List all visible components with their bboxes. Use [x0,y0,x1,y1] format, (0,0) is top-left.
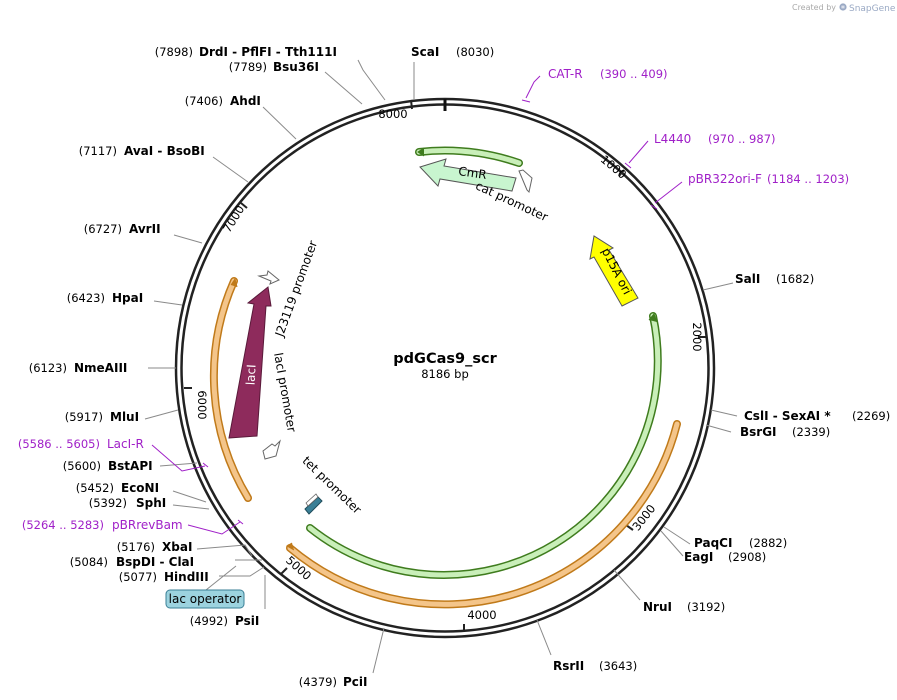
tet-promoter-box [304,493,323,515]
site-pos-xbai: (5176) [117,540,155,554]
site-pos-mlui: (5917) [65,410,103,424]
snapgene-logo-icon [839,3,847,11]
plasmid-title: pdGCas9_scr [393,351,497,367]
site-name-avai: AvaI - BsoBI [124,144,205,158]
site-name-nrui: NruI [643,600,672,614]
primer-name-laci-r: LacI-R [107,437,144,451]
site-pos-paqci: (2882) [749,536,787,550]
site-name-mlui: MluI [110,410,139,424]
site-pos-scai: (8030) [456,45,494,59]
site-pos-bstapi: (5600) [63,459,101,473]
tick-7000 [240,202,248,209]
site-name-xbai: XbaI [162,540,192,554]
site-pos-pcii: (4379) [299,675,337,689]
tick-5000 [280,567,288,575]
site-pos-hindiii: (5077) [119,570,157,584]
primer-range-cat-r: (390 .. 409) [600,67,668,81]
tick-marks [184,99,706,632]
site-name-rsrii: RsrII [553,659,584,673]
tick-label-2000: 2000 [690,322,704,351]
site-name-sali: SalI [735,272,760,286]
site-name-eagi: EagI [684,550,713,564]
site-name-psii: PsiI [235,614,259,628]
lac-operator-box [165,565,245,609]
laci-feature [228,286,272,439]
site-name-hindiii: HindIII [164,570,209,584]
site-pos-psii: (4992) [190,614,228,628]
site-name-sphi: SphI [136,496,166,510]
p15a-ori-feature [589,235,639,307]
site-pos-avrii: (6727) [84,222,122,236]
site-name-ahdi: AhdI [230,94,261,108]
feature-orange-arc-left [209,277,252,502]
site-name-bsu36i: Bsu36I [273,60,319,74]
site-name-bspdi: BspDI - ClaI [116,555,194,569]
site-pos-bsrgi: (2339) [792,425,830,439]
primer-range-laci-r: (5586 .. 5605) [18,437,100,451]
laci-promoter-arrow-icon [262,439,281,460]
site-name-pcii: PciI [343,675,368,689]
plasmid-size: 8186 bp [421,367,469,381]
feature-green-arc [306,312,662,579]
tick-1000 [618,169,625,177]
site-name-nmeaiii: NmeAIII [74,361,127,375]
tick-label-7000: 7000 [220,203,247,235]
credit-brand: SnapGene [849,4,896,14]
j23119-promoter-arrow-icon [257,270,280,285]
tick-label-8000: 8000 [378,107,407,121]
site-pos-csli: (2269) [852,409,890,423]
site-pos-sphi: (5392) [89,496,127,510]
site-pos-ahdi: (7406) [185,94,223,108]
primer-name-pbrrevbam: pBRrevBam [112,518,183,532]
site-pos-econi: (5452) [76,481,114,495]
j23119-promoter-label: J23119 promoter [272,239,320,340]
tick-label-4000: 4000 [467,608,496,622]
lac-operator-label: lac operator [169,592,242,606]
feature-orange-arc-right [286,420,681,609]
site-pos-hpai: (6423) [67,291,105,305]
cat-promoter-arrow-icon [518,169,533,194]
primer-range-pbrrevbam: (5264 .. 5283) [22,518,104,532]
site-pos-sali: (1682) [776,272,814,286]
site-name-bstapi: BstAPI [108,459,153,473]
site-pos-drdi: (7898) [155,45,193,59]
primer-range-l4440: (970 .. 987) [708,132,776,146]
site-name-scai: ScaI [411,45,439,59]
primer-name-pbr322ori-f: pBR322ori-F [688,172,762,186]
primer-range-pbr322ori-f: (1184 .. 1203) [767,172,849,186]
tick-label-6000: 6000 [195,390,209,419]
site-name-paqci: PaqCI [694,536,732,550]
feature-green-cat-arc [415,146,523,167]
site-name-bsrgi: BsrGI [740,425,777,439]
primer-name-cat-r: CAT-R [548,67,583,81]
site-name-drdi: DrdI - PflFI - Tth111I [199,45,337,59]
site-name-csli: CslI - SexAI * [744,409,831,423]
tick-8000 [410,99,413,110]
cmr-feature [419,158,517,192]
site-name-avrii: AvrII [129,222,161,236]
site-pos-bsu36i: (7789) [229,60,267,74]
laci-label: lacI [243,364,258,386]
site-pos-eagi: (2908) [728,550,766,564]
site-leaders [144,59,738,674]
site-pos-rsrii: (3643) [599,659,637,673]
cmr-label: CmR [458,164,488,182]
primer-name-l4440: L4440 [654,132,691,146]
primer-leaders [151,75,683,535]
site-name-econi: EcoNI [121,481,159,495]
laci-promoter-label: lacI promoter [271,352,299,434]
tick-label-1000: 1000 [598,152,629,182]
credit-prefix: Created by [792,3,836,12]
site-name-hpai: HpaI [112,291,143,305]
site-pos-avai: (7117) [79,144,117,158]
site-pos-bspdi: (5084) [70,555,108,569]
site-pos-nmeaiii: (6123) [29,361,67,375]
site-pos-nrui: (3192) [687,600,725,614]
